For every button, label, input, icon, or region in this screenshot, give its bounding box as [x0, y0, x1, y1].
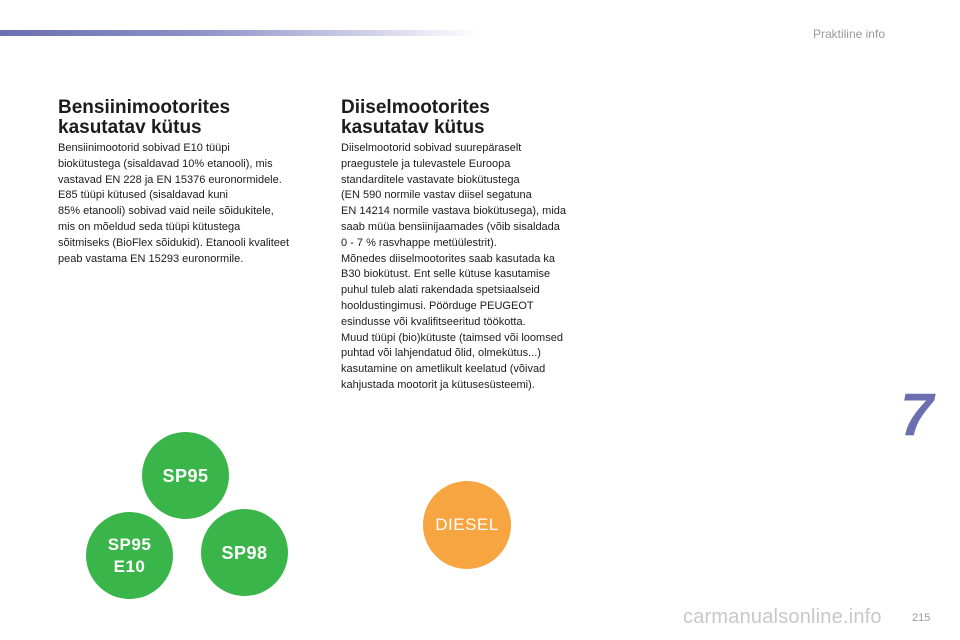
petrol-fuel-heading: Bensiinimootorites kasutatav kütus	[58, 98, 230, 138]
text-line: EN 14214 normile vastava biokütusega), m…	[341, 205, 567, 218]
text-line: praegustele ja tulevastele Euroopa	[341, 157, 511, 170]
page-number: 215	[912, 612, 931, 624]
badge-label: SP95	[162, 465, 209, 486]
text-line: mis on mõeldud seda tüüpi kütustega	[58, 220, 241, 233]
badge-label: E10	[113, 556, 146, 576]
sp98-fuel-badge: SP98	[201, 509, 288, 596]
text-line: Muud tüüpi (bio)kütuste (taimsed või loo…	[341, 331, 563, 344]
badge-label: DIESEL	[435, 515, 499, 534]
petrol-fuel-text: Bensiinimootorid sobivad E10 tüüpi biokü…	[58, 141, 289, 267]
text-line: kahjustada mootorit ja kütusesüsteemi).	[341, 378, 535, 391]
text-line: peab vastama EN 15293 euronormile.	[58, 252, 244, 265]
watermark: carmanualsonline.info	[683, 606, 882, 628]
badge-label: SP95	[107, 534, 152, 554]
text-line: standarditele vastavate biokütustega	[341, 173, 520, 186]
text-line: 0 - 7 % rasvhappe metüülestrit).	[341, 236, 497, 249]
text-line: Mõnedes diiselmootorites saab kasutada k…	[341, 252, 556, 265]
text-line: saab müüa bensiinijaamades (võib sisalda…	[341, 220, 560, 233]
text-line: Diiselmootorid sobivad suurepäraselt	[341, 142, 522, 154]
text-line: Bensiinimootorid sobivad E10 tüüpi	[58, 142, 230, 154]
sp95-fuel-badge: SP95	[142, 432, 229, 519]
text-line: (EN 590 normile vastav diisel segatuna	[341, 189, 532, 202]
diesel-fuel-badge: DIESEL	[423, 481, 511, 569]
section-label: Praktiline info	[812, 27, 885, 41]
text-line: hooldustingimusi. Pöörduge PEUGEOT	[341, 299, 534, 312]
heading-line: Diiselmootorites	[341, 97, 490, 118]
text-line: kasutamine on ametlikult keelatud (võiva…	[341, 363, 546, 376]
diesel-fuel-text: Diiselmootorid sobivad suurepäraselt pra…	[341, 141, 566, 394]
text-line: biokütustega (sisaldavad 10% etanooli), …	[58, 157, 273, 170]
diesel-fuel-heading: Diiselmootorites kasutatav kütus	[341, 98, 490, 138]
heading-line: Bensiinimootorites	[58, 97, 231, 118]
text-line: sõitmiseks (BioFlex sõidukid). Etanooli …	[58, 236, 290, 249]
text-line: B30 biokütust. Ent selle kütuse kasutami…	[341, 268, 551, 281]
badge-label: SP98	[221, 542, 268, 563]
heading-line: kasutatav kütus	[58, 117, 202, 138]
text-line: puhul tuleb alati rakendada spetsiaalsei…	[341, 284, 540, 297]
text-line: vastavad EN 228 ja EN 15376 euronormidel…	[58, 173, 282, 186]
text-line: puhtad või lahjendatud õlid, olmekütus..…	[341, 347, 541, 360]
chapter-number: 7	[900, 381, 934, 448]
text-line: 85% etanooli) sobivad vaid neile sõiduki…	[58, 205, 274, 218]
text-line: E85 tüüpi kütused (sisaldavad kuni	[58, 189, 228, 202]
header-accent-bar	[0, 30, 480, 36]
sp95-e10-fuel-badge: SP95 E10	[86, 512, 173, 599]
heading-line: kasutatav kütus	[341, 117, 485, 138]
text-line: esindusse või kvalifitseeritud töökotta.	[341, 315, 526, 328]
